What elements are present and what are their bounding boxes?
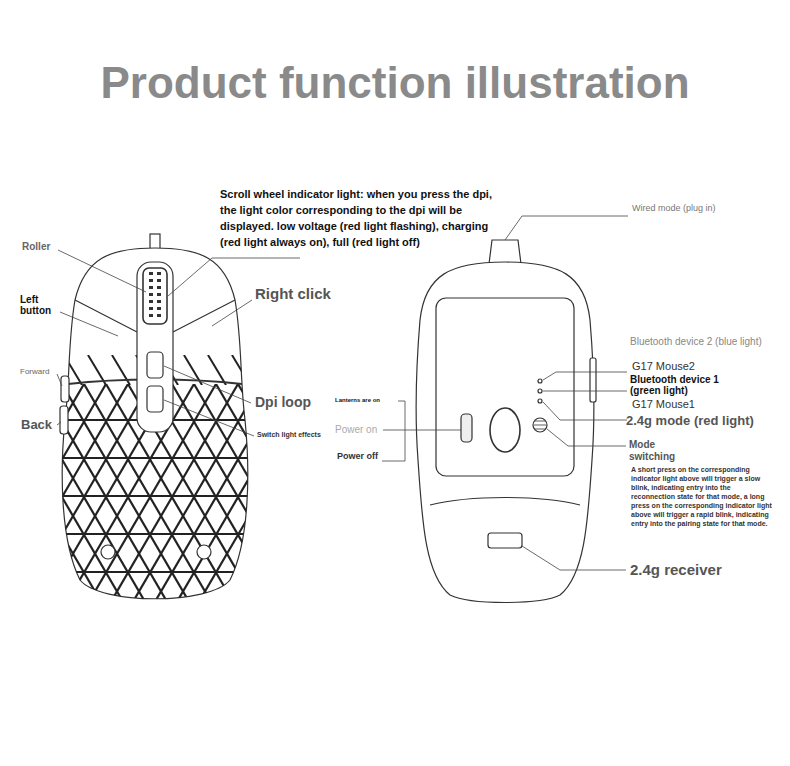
part-name: Roller: [22, 241, 82, 253]
back-button: [60, 406, 68, 434]
device-name: G17 Mouse1: [632, 398, 752, 410]
part-name: Back: [21, 417, 61, 432]
forward-button: [61, 376, 69, 402]
leader-lines: [57, 216, 628, 570]
power-switch: [461, 414, 472, 442]
mode-name: 2.4g mode (red light): [626, 413, 786, 428]
mouse-body: [416, 262, 594, 603]
base-plate: [436, 298, 574, 476]
part-name: Mode switching: [629, 439, 699, 463]
part-name: Switch light effects: [257, 430, 347, 439]
switch-state: Power off: [337, 451, 387, 462]
receiver-slot: [488, 533, 522, 548]
part-name: Right click: [255, 285, 375, 303]
part-name: 2.4g receiver: [630, 561, 770, 579]
instruction-note: A short press on the corresponding indic…: [631, 465, 773, 528]
skate-edge: [430, 498, 580, 506]
light-button: [147, 386, 163, 412]
mode-name: Bluetooth device 2 (blue light): [630, 336, 780, 347]
mode-button: [533, 418, 547, 432]
cable: [150, 234, 160, 249]
mode-name: Wired mode (plug in): [632, 203, 772, 214]
part-name: Forward: [20, 367, 64, 377]
bottom-view: [416, 240, 596, 603]
indicator-light: [538, 379, 542, 383]
indicator-light: [538, 389, 542, 393]
foot: [197, 545, 211, 559]
mode-name: Bluetooth device 1 (green light): [630, 374, 740, 396]
indicator-light: [538, 399, 542, 403]
part-name: Dpi loop: [255, 394, 345, 411]
center-channel: [137, 262, 173, 432]
page-title: Product function illustration: [0, 58, 790, 108]
indicator-note: Scroll wheel indicator light: when you p…: [220, 186, 502, 250]
switch-state: Lanterns are on: [335, 397, 405, 404]
scroll-wheel: [143, 268, 167, 324]
device-name: G17 Mouse2: [632, 360, 752, 372]
side-button: [590, 358, 596, 402]
sensor: [490, 408, 520, 452]
part-name: Left button: [20, 294, 68, 316]
foot: [101, 545, 115, 559]
switch-state: Power on: [335, 424, 385, 436]
dpi-button: [147, 352, 163, 378]
